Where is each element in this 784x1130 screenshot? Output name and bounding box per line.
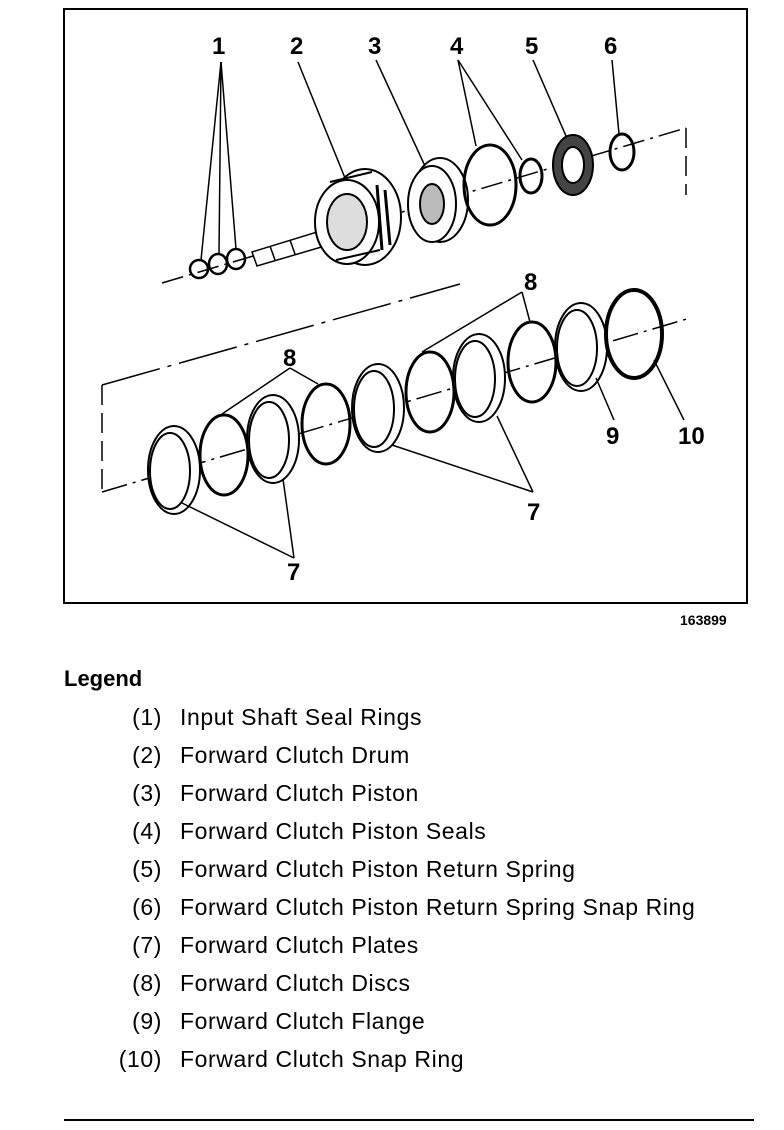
clutch-disc bbox=[404, 350, 456, 434]
legend-item: (5) Forward Clutch Piston Return Spring bbox=[64, 854, 764, 884]
clutch-plate bbox=[351, 363, 405, 453]
transition-line bbox=[101, 283, 461, 386]
legend-item: (10) Forward Clutch Snap Ring bbox=[64, 1044, 764, 1074]
callout-1: 1 bbox=[212, 33, 225, 60]
clutch-plate bbox=[147, 425, 201, 515]
bottom-divider bbox=[64, 1119, 754, 1121]
clutch-plate bbox=[452, 333, 506, 423]
legend-item: (9) Forward Clutch Flange bbox=[64, 1006, 764, 1036]
clutch-disc bbox=[300, 382, 352, 466]
legend-title: Legend bbox=[64, 666, 143, 691]
legend-item: (1) Input Shaft Seal Rings bbox=[64, 702, 764, 732]
legend-item-text: Forward Clutch Piston bbox=[180, 780, 419, 806]
clutch-disc bbox=[506, 320, 558, 404]
forward-clutch-piston-return-spring bbox=[552, 134, 594, 196]
callout-10: 10 bbox=[678, 423, 705, 450]
callout-7-right: 7 bbox=[527, 499, 540, 526]
legend-item-number: (10) bbox=[118, 1046, 162, 1072]
return-spring-snap-ring bbox=[608, 132, 636, 172]
figure-id: 163899 bbox=[680, 612, 727, 628]
callout-3: 3 bbox=[368, 33, 381, 60]
forward-clutch-flange bbox=[554, 302, 608, 392]
callout-7-left: 7 bbox=[287, 559, 300, 586]
callout-9: 9 bbox=[606, 423, 619, 450]
legend-item-number: (9) bbox=[132, 1008, 162, 1034]
legend-item-number: (1) bbox=[132, 704, 162, 730]
legend-item-number: (8) bbox=[132, 970, 162, 996]
legend-item: (7) Forward Clutch Plates bbox=[64, 930, 764, 960]
leader-lines bbox=[181, 59, 685, 559]
callout-6: 6 bbox=[604, 33, 617, 60]
legend-item: (2) Forward Clutch Drum bbox=[64, 740, 764, 770]
legend-item-text: Forward Clutch Flange bbox=[180, 1008, 426, 1034]
forward-clutch-drum bbox=[314, 168, 402, 266]
legend-item-number: (5) bbox=[132, 856, 162, 882]
legend-item-number: (3) bbox=[132, 780, 162, 806]
legend-item: (4) Forward Clutch Piston Seals bbox=[64, 816, 764, 846]
callout-2: 2 bbox=[290, 33, 303, 60]
callout-8-lower: 8 bbox=[283, 345, 296, 372]
input-shaft-seal-rings bbox=[188, 247, 247, 280]
forward-clutch-piston bbox=[407, 157, 469, 243]
legend-item-text: Forward Clutch Piston Return Spring Snap… bbox=[180, 894, 696, 920]
legend-item-text: Forward Clutch Discs bbox=[180, 970, 411, 996]
forward-clutch-snap-ring bbox=[604, 288, 664, 380]
callout-4: 4 bbox=[450, 33, 464, 60]
diagram-frame bbox=[63, 8, 748, 604]
exploded-view-diagram: 1 2 3 4 5 6 8 8 7 7 9 10 bbox=[63, 8, 748, 604]
legend-item: (3) Forward Clutch Piston bbox=[64, 778, 764, 808]
callout-5: 5 bbox=[525, 33, 538, 60]
clutch-plate bbox=[246, 394, 300, 484]
legend-item-number: (6) bbox=[132, 894, 162, 920]
legend-list: (1) Input Shaft Seal Rings (2) Forward C… bbox=[64, 702, 764, 1082]
forward-clutch-piston-seals bbox=[462, 143, 544, 227]
legend-item-number: (2) bbox=[132, 742, 162, 768]
legend-item-text: Forward Clutch Piston Seals bbox=[180, 818, 487, 844]
legend-item-text: Forward Clutch Drum bbox=[180, 742, 410, 768]
callout-8-upper: 8 bbox=[524, 269, 537, 296]
legend-item-number: (7) bbox=[132, 932, 162, 958]
legend-item-number: (4) bbox=[132, 818, 162, 844]
legend-item: (8) Forward Clutch Discs bbox=[64, 968, 764, 998]
legend-item: (6) Forward Clutch Piston Return Spring … bbox=[64, 892, 764, 922]
legend-item-text: Forward Clutch Snap Ring bbox=[180, 1046, 465, 1072]
legend-item-text: Forward Clutch Piston Return Spring bbox=[180, 856, 576, 882]
legend-item-text: Forward Clutch Plates bbox=[180, 932, 419, 958]
clutch-disc bbox=[198, 413, 250, 497]
legend-item-text: Input Shaft Seal Rings bbox=[180, 704, 423, 730]
